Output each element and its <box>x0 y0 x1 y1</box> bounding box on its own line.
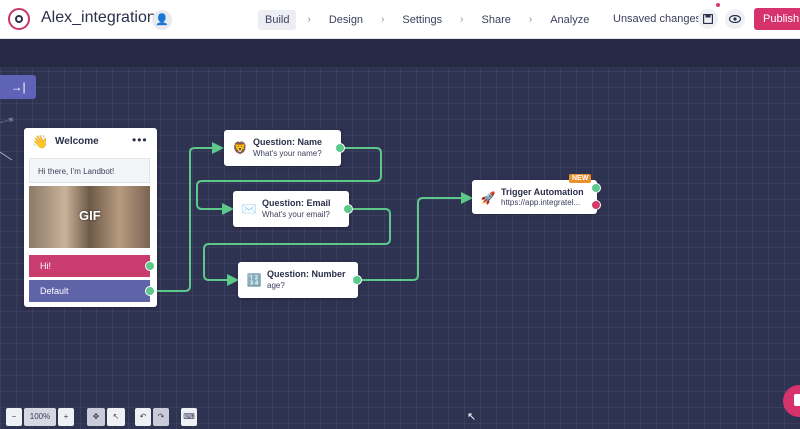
tab-share[interactable]: Share <box>481 13 511 26</box>
notification-dot <box>716 3 720 7</box>
wave-emoji-icon: 👋 <box>32 134 49 149</box>
node-title: Trigger Automation <box>501 187 584 197</box>
question-email-node[interactable]: ✉️ Question: Email What's your email? <box>233 191 353 227</box>
add-user-icon[interactable]: 👤 <box>152 10 172 30</box>
canvas-header-strip <box>0 39 800 67</box>
connector-number-to-trigger <box>357 192 473 281</box>
main-nav: Build › Design › Settings › Share › Anal… <box>258 9 596 30</box>
tab-design[interactable]: Design <box>328 13 364 26</box>
envelope-emoji-icon: ✉️ <box>241 202 257 216</box>
chat-widget-icon[interactable] <box>783 385 800 417</box>
landbot-logo-icon[interactable] <box>8 8 30 30</box>
output-port-hi[interactable] <box>145 261 155 271</box>
output-port-fail[interactable] <box>591 200 601 210</box>
chevron-right-icon: › <box>528 14 533 25</box>
welcome-button-hi[interactable]: Hi! <box>29 255 150 277</box>
node-title: Question: Number <box>267 269 346 279</box>
redo-icon[interactable]: ↷ <box>153 408 169 426</box>
zoom-out-button[interactable]: − <box>6 408 22 426</box>
lion-emoji-icon: 🦁 <box>232 141 248 155</box>
question-name-node[interactable]: 🦁 Question: Name What's your name? <box>224 130 345 166</box>
output-port[interactable] <box>335 143 345 153</box>
output-port-default[interactable] <box>145 286 155 296</box>
welcome-gif: GIF <box>29 186 150 248</box>
welcome-message: Hi there, I'm Landbot! <box>29 158 150 183</box>
top-bar: Alex_integration 👤 Build › Design › Sett… <box>0 0 800 39</box>
preview-eye-icon[interactable] <box>725 9 745 29</box>
tab-settings[interactable]: Settings <box>402 13 443 26</box>
node-subtitle: age? <box>267 281 285 290</box>
connector-default-to-name <box>150 142 224 292</box>
rocket-emoji-icon: 🚀 <box>480 191 496 205</box>
chevron-right-icon: › <box>307 14 311 25</box>
new-badge: NEW <box>569 174 592 183</box>
chevron-right-icon: › <box>381 14 385 25</box>
expand-sidebar-icon[interactable]: →| <box>0 75 36 99</box>
connector-email-to-number <box>203 208 391 286</box>
select-pointer-icon[interactable]: ↖ <box>107 408 125 426</box>
keyboard-icon[interactable]: ⌨ <box>181 408 197 426</box>
mouse-cursor-icon: ↖ <box>467 411 477 423</box>
more-options-icon[interactable]: ••• <box>132 133 148 147</box>
welcome-title: Welcome <box>55 136 99 147</box>
numbers-emoji-icon: 🔢 <box>246 273 262 287</box>
question-number-node[interactable]: 🔢 Question: Number age? <box>238 262 362 298</box>
gif-label: GIF <box>79 208 101 223</box>
node-subtitle: What's your name? <box>253 149 322 158</box>
welcome-node[interactable]: 👋 Welcome ••• Hi there, I'm Landbot! GIF… <box>24 128 157 307</box>
node-title: Question: Email <box>262 198 331 208</box>
save-icon[interactable] <box>698 9 718 29</box>
welcome-button-default[interactable]: Default <box>29 280 150 302</box>
output-port[interactable] <box>352 275 362 285</box>
node-subtitle: https://app.integratel... <box>501 198 581 207</box>
start-arrow <box>0 151 13 161</box>
connector-name-to-email <box>196 147 382 215</box>
output-port-success[interactable] <box>591 183 601 193</box>
tab-build[interactable]: Build <box>258 9 297 30</box>
zoom-in-button[interactable]: + <box>58 408 74 426</box>
save-status: Unsaved changes <box>613 13 702 25</box>
trigger-automation-node[interactable]: 🚀 Trigger Automation https://app.integra… <box>472 180 601 214</box>
output-port[interactable] <box>343 204 353 214</box>
undo-icon[interactable]: ↶ <box>135 408 151 426</box>
zoom-level: 100% <box>24 408 56 426</box>
node-subtitle: What's your email? <box>262 210 330 219</box>
bot-name[interactable]: Alex_integration <box>41 9 156 26</box>
pan-move-icon[interactable]: ✥ <box>87 408 105 426</box>
tab-analyze[interactable]: Analyze <box>550 13 590 26</box>
chevron-right-icon: › <box>460 14 464 25</box>
publish-button[interactable]: Publish <box>754 8 800 30</box>
node-title: Question: Name <box>253 137 323 147</box>
